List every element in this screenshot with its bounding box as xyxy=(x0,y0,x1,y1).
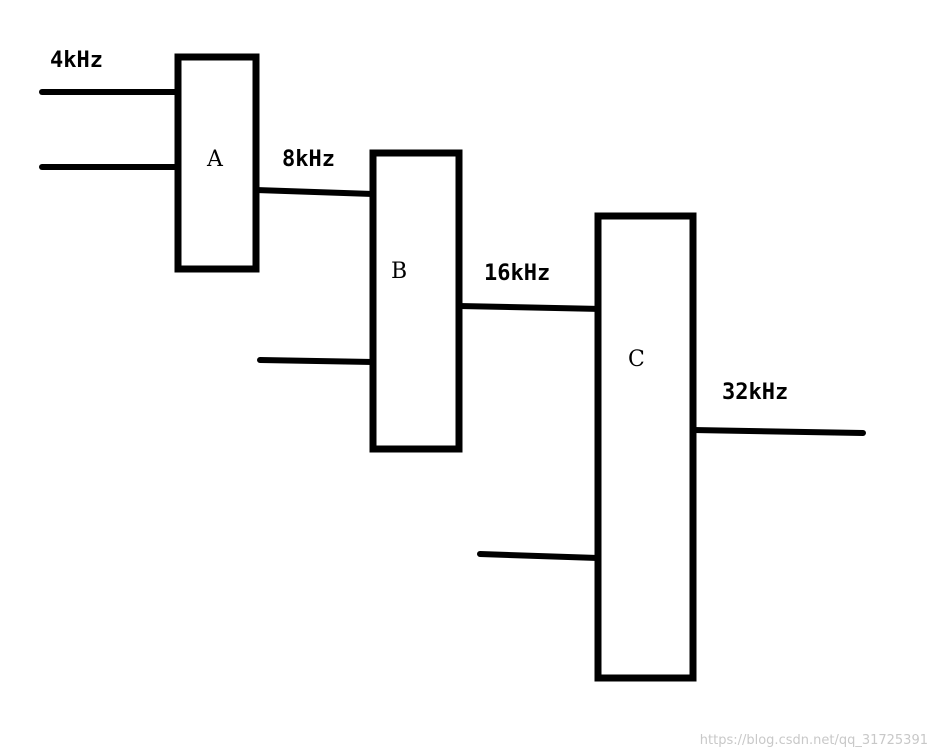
block-a-label: A xyxy=(206,147,224,172)
input-wire-b xyxy=(257,357,376,365)
b-output-frequency-label: 16kHz xyxy=(484,261,550,286)
input-wire-c xyxy=(477,551,601,561)
block-a xyxy=(174,53,260,273)
block-c xyxy=(594,212,697,682)
wire-b-to-c xyxy=(456,303,605,312)
block-b xyxy=(369,149,463,453)
output-wire-c xyxy=(690,427,866,436)
wire-a-to-b xyxy=(253,187,376,197)
input-frequency-label: 4kHz xyxy=(50,48,103,73)
c-output-frequency-label: 32kHz xyxy=(722,380,788,405)
a-output-frequency-label: 8kHz xyxy=(282,147,335,172)
block-b-label: B xyxy=(391,259,407,284)
block-c-label: C xyxy=(628,347,645,372)
watermark-url: https://blog.csdn.net/qq_31725391 xyxy=(699,733,928,748)
